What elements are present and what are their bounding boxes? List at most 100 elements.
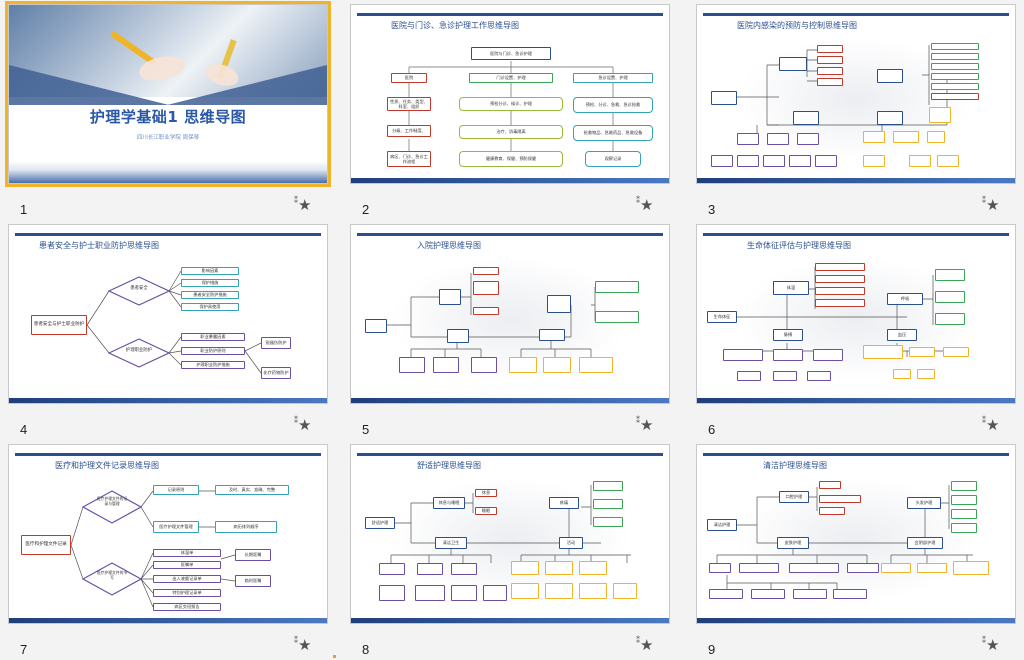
cover-subtitle: 四川长江职业学院 周保琴 xyxy=(136,135,200,141)
slide-title: 患者安全与护士职业防护思维导图 xyxy=(39,241,159,250)
mindmap-connectors xyxy=(737,45,948,137)
node xyxy=(433,357,459,373)
slide-8-canvas[interactable]: 舒适护理思维导图 舒适护理 休息与睡眠 休息 睡眠 清洁卫生 疼痛 活动 xyxy=(350,444,670,624)
node xyxy=(511,561,539,575)
slide-1-canvas[interactable]: 护理学基础1 思维导图 四川长江职业学院 周保琴 xyxy=(5,1,331,187)
node xyxy=(917,369,935,379)
slide-thumbnail-6[interactable]: 生命体征评估与护理思维导图 生命体征 体温 脉搏 呼吸 血压 xyxy=(696,224,1016,437)
slide-8-star-icon[interactable]: ⁑★ xyxy=(636,636,654,654)
slide-3-star-icon[interactable]: ⁑★ xyxy=(982,196,1000,214)
node-b3: 健康教育、保健、预防保健 xyxy=(459,151,563,167)
node xyxy=(595,311,639,323)
slide-6-canvas[interactable]: 生命体征评估与护理思维导图 生命体征 体温 脉搏 呼吸 血压 xyxy=(696,224,1016,404)
slide-2-canvas[interactable]: 医院与门诊、急诊护理工作思维导图 医院与门诊、急诊护理 医院 门诊设置、护理 急… xyxy=(350,4,670,184)
node-c1: 预检、分诊、急救、急诊抢救 xyxy=(573,97,653,113)
slide-thumbnail-9[interactable]: 清洁护理思维导图 清洁护理 口腔护理 皮肤护理 头发护理 会阴部护理 xyxy=(696,444,1016,657)
node xyxy=(819,507,845,515)
node xyxy=(881,563,911,573)
node-temp: 体温 xyxy=(773,281,809,295)
cover-left-triangle xyxy=(9,65,169,105)
node-b: 医疗护理文件的书写 xyxy=(96,570,128,580)
node xyxy=(723,349,763,361)
slide-7-star-icon[interactable]: ⁑★ xyxy=(294,636,312,654)
slide-7-canvas[interactable]: 医疗和护理文件记录思维导图 医疗和护理文件记录 医疗护理文件的记录与管理 医疗护… xyxy=(8,444,328,624)
slide-thumbnail-8[interactable]: 舒适护理思维导图 舒适护理 休息与睡眠 休息 睡眠 清洁卫生 疼痛 活动 xyxy=(350,444,670,657)
node xyxy=(953,561,989,575)
node-b7: 临时医嘱 xyxy=(235,575,271,587)
node-hospital: 医院 xyxy=(391,73,427,83)
node xyxy=(737,371,761,381)
node xyxy=(613,583,637,599)
slide-title: 入院护理思维导图 xyxy=(417,241,481,250)
node xyxy=(417,563,443,575)
slide-thumbnail-2[interactable]: 医院与门诊、急诊护理工作思维导图 医院与门诊、急诊护理 医院 门诊设置、护理 急… xyxy=(350,4,670,217)
slide-number: 4 xyxy=(20,422,28,437)
slide-9-star-icon[interactable]: ⁑★ xyxy=(982,636,1000,654)
slide-9-canvas[interactable]: 清洁护理思维导图 清洁护理 口腔护理 皮肤护理 头发护理 会阴部护理 xyxy=(696,444,1016,624)
slide-title: 舒适护理思维导图 xyxy=(417,461,481,470)
node xyxy=(543,357,571,373)
node-b: 护理职业防护 xyxy=(125,348,153,353)
node-pain: 疼痛 xyxy=(549,497,579,509)
node xyxy=(593,517,623,527)
node xyxy=(709,589,743,599)
node xyxy=(545,561,573,575)
slide-thumbnail-7[interactable]: 医疗和护理文件记录思维导图 医疗和护理文件记录 医疗护理文件的记录与管理 医疗护… xyxy=(8,444,328,657)
node xyxy=(833,589,867,599)
world-map-watermark xyxy=(389,477,631,602)
header-bar xyxy=(357,233,663,236)
slide-2-star-icon[interactable]: ⁑★ xyxy=(636,196,654,214)
node xyxy=(817,78,843,86)
slide-5-star-icon[interactable]: ⁑★ xyxy=(636,416,654,434)
node xyxy=(951,481,977,491)
slide-6-star-icon[interactable]: ⁑★ xyxy=(982,416,1000,434)
slide-number: 1 xyxy=(20,202,28,217)
root-node: 舒适护理 xyxy=(365,517,395,529)
slide-thumbnail-4[interactable]: 患者安全与护士职业防护思维导图 患者安全与护士职业防护 患者安全 护理职业防护 … xyxy=(8,224,328,437)
node xyxy=(379,585,405,601)
node xyxy=(807,371,831,381)
node xyxy=(937,155,959,167)
node xyxy=(451,563,477,575)
node-hygiene: 清洁卫生 xyxy=(435,537,467,549)
node xyxy=(909,347,935,357)
root-node: 医院与门诊、急诊护理 xyxy=(471,47,551,60)
node xyxy=(737,155,759,167)
node-c3: 观察记录 xyxy=(585,151,641,167)
footer-bar xyxy=(9,398,327,403)
slide-4-canvas[interactable]: 患者安全与护士职业防护思维导图 患者安全与护士职业防护 患者安全 护理职业防护 … xyxy=(8,224,328,404)
node xyxy=(863,131,885,143)
footer-bar xyxy=(697,398,1015,403)
node xyxy=(593,499,623,509)
slide-1-star-icon[interactable]: ⁑★ xyxy=(294,196,312,214)
node-a1: 休息 xyxy=(475,489,497,497)
node-b4: 特别护理记录单 xyxy=(153,589,221,597)
slide-5-canvas[interactable]: 入院护理思维导图 xyxy=(350,224,670,404)
node xyxy=(365,319,387,333)
node-b1: 预检分诊、候诊、护理 xyxy=(459,97,563,111)
node xyxy=(931,53,979,60)
slide-title: 生命体征评估与护理思维导图 xyxy=(747,241,851,250)
node xyxy=(909,155,931,167)
slide-thumbnail-5[interactable]: 入院护理思维导图 5 ⁑★ xyxy=(350,224,670,437)
node-outpatient: 门诊设置、护理 xyxy=(469,73,553,83)
node xyxy=(817,45,843,53)
node xyxy=(711,155,733,167)
node xyxy=(509,357,537,373)
node-pulse: 脉搏 xyxy=(773,329,803,341)
slide-number: 3 xyxy=(708,202,716,217)
node-a2: 分级、工作制度、 xyxy=(387,125,431,137)
slide-thumbnail-1[interactable]: 护理学基础1 思维导图 四川长江职业学院 周保琴 1 ⁑★ xyxy=(5,1,331,217)
slide-4-star-icon[interactable]: ⁑★ xyxy=(294,416,312,434)
mindmap-connectors xyxy=(70,490,236,608)
header-bar xyxy=(15,233,321,236)
slide-3-canvas[interactable]: 医院内感染的预防与控制思维导图 xyxy=(696,4,1016,184)
node xyxy=(935,269,965,281)
node xyxy=(847,563,879,573)
node-b2: 职业防护原则 xyxy=(181,347,245,355)
slide-number: 8 xyxy=(362,642,370,657)
scroll-marker xyxy=(333,655,336,658)
node xyxy=(793,111,819,125)
slide-thumbnail-3[interactable]: 医院内感染的预防与控制思维导图 xyxy=(696,4,1016,217)
node xyxy=(951,523,977,533)
